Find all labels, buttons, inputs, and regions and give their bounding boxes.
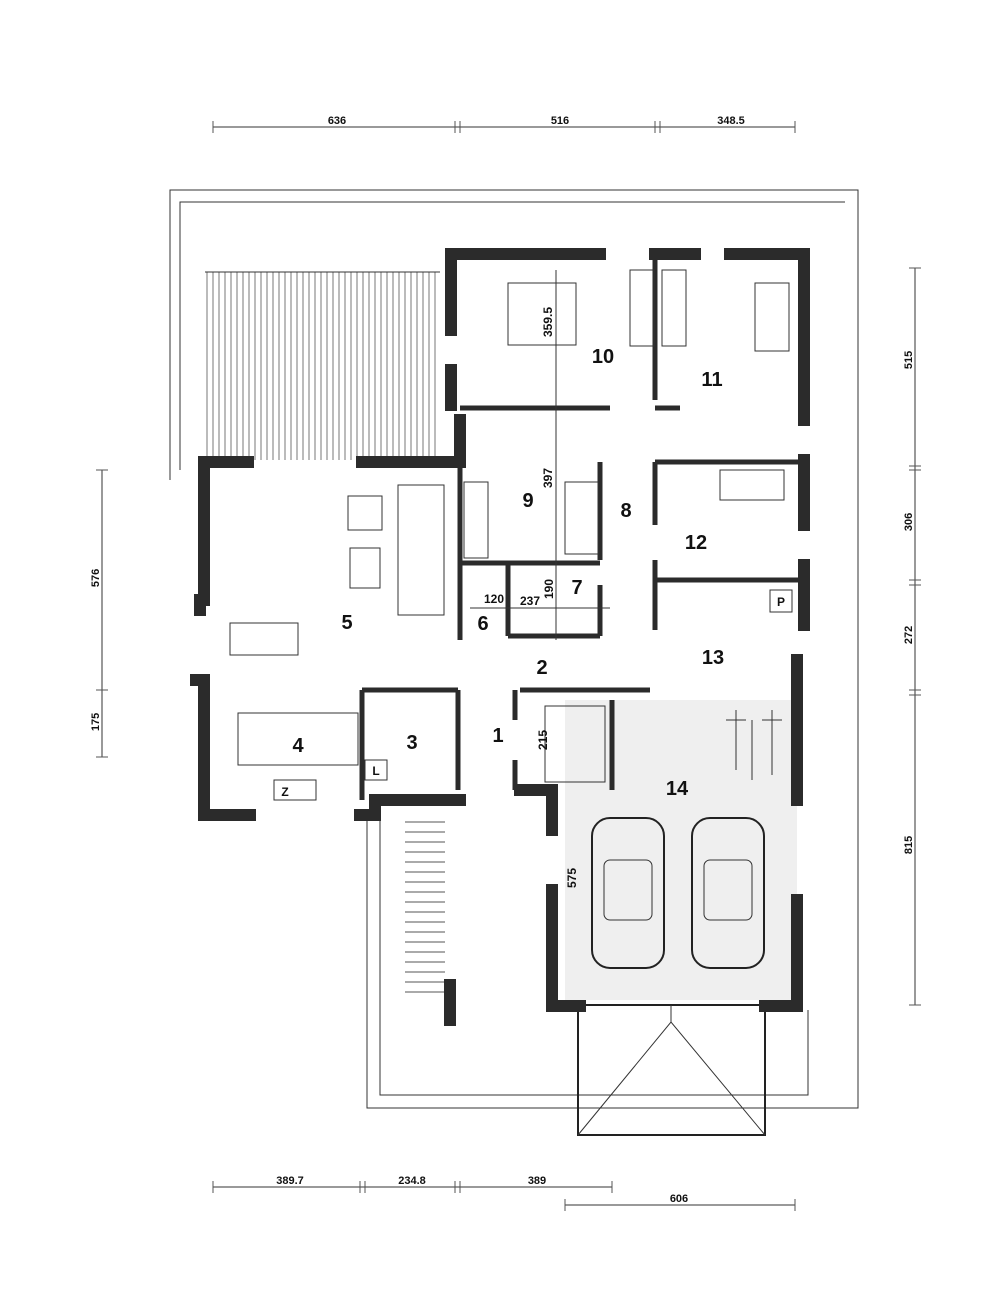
dim-top-636: 636 bbox=[328, 115, 346, 127]
dim-inner-190: 190 bbox=[542, 579, 556, 599]
dim-bottom-606: 606 bbox=[670, 1193, 688, 1205]
dim-bottom-389: 389 bbox=[528, 1175, 546, 1187]
room-5-label: 5 bbox=[341, 612, 352, 634]
dim-top-516: 516 bbox=[551, 115, 569, 127]
room-10-label: 10 bbox=[592, 346, 614, 368]
dim-inner-575: 575 bbox=[565, 868, 579, 888]
terrace-decking bbox=[205, 271, 440, 460]
room-3-label: 3 bbox=[406, 732, 417, 754]
room-4-label: 4 bbox=[292, 735, 304, 757]
room-1-label: 1 bbox=[492, 725, 503, 747]
dim-left-175: 175 bbox=[90, 713, 102, 731]
dim-bottom-234-8: 234.8 bbox=[398, 1175, 426, 1187]
kitchen-sink: Z bbox=[273, 779, 317, 801]
room-9-label: 9 bbox=[522, 490, 533, 512]
room-12-label: 12 bbox=[685, 532, 707, 554]
dim-top-348-5: 348.5 bbox=[717, 115, 745, 127]
dim-right-515: 515 bbox=[903, 351, 915, 369]
car-left bbox=[591, 817, 665, 969]
car-right bbox=[691, 817, 765, 969]
room-14-label: 14 bbox=[666, 778, 689, 800]
walls bbox=[190, 248, 810, 1026]
dim-inner-397: 397 bbox=[541, 468, 555, 488]
garage-floor bbox=[565, 700, 797, 1000]
boiler-symbol: P bbox=[769, 589, 793, 613]
interior-walls bbox=[359, 260, 800, 800]
room-8-label: 8 bbox=[620, 500, 631, 522]
dim-right-306: 306 bbox=[903, 513, 915, 531]
room-11-label: 11 bbox=[701, 369, 722, 391]
dim-right-815: 815 bbox=[903, 836, 915, 854]
dim-right-272: 272 bbox=[903, 626, 915, 644]
room-2-label: 2 bbox=[536, 657, 547, 679]
dim-bottom-389-7: 389.7 bbox=[276, 1175, 304, 1187]
symbol-p: P bbox=[777, 595, 785, 609]
furniture bbox=[229, 269, 790, 783]
dim-inner-215: 215 bbox=[536, 730, 550, 750]
roof-outline bbox=[169, 189, 859, 1109]
dimension-lines bbox=[101, 126, 916, 1206]
room-6-label: 6 bbox=[477, 613, 488, 635]
entrance-stairs bbox=[405, 821, 445, 993]
dim-inner-237: 237 bbox=[520, 594, 540, 608]
symbol-l: L bbox=[372, 764, 379, 778]
room-7-label: 7 bbox=[571, 577, 582, 599]
sink-symbol-z: Z bbox=[281, 785, 288, 799]
bicycles-icon bbox=[726, 710, 782, 780]
dim-inner-359-5: 359.5 bbox=[541, 307, 555, 337]
room-13-label: 13 bbox=[702, 647, 724, 669]
dim-left-576: 576 bbox=[90, 569, 102, 587]
garage-canopy bbox=[577, 1004, 766, 1136]
dim-inner-120: 120 bbox=[484, 592, 504, 606]
laundry-symbol: L bbox=[364, 759, 388, 781]
